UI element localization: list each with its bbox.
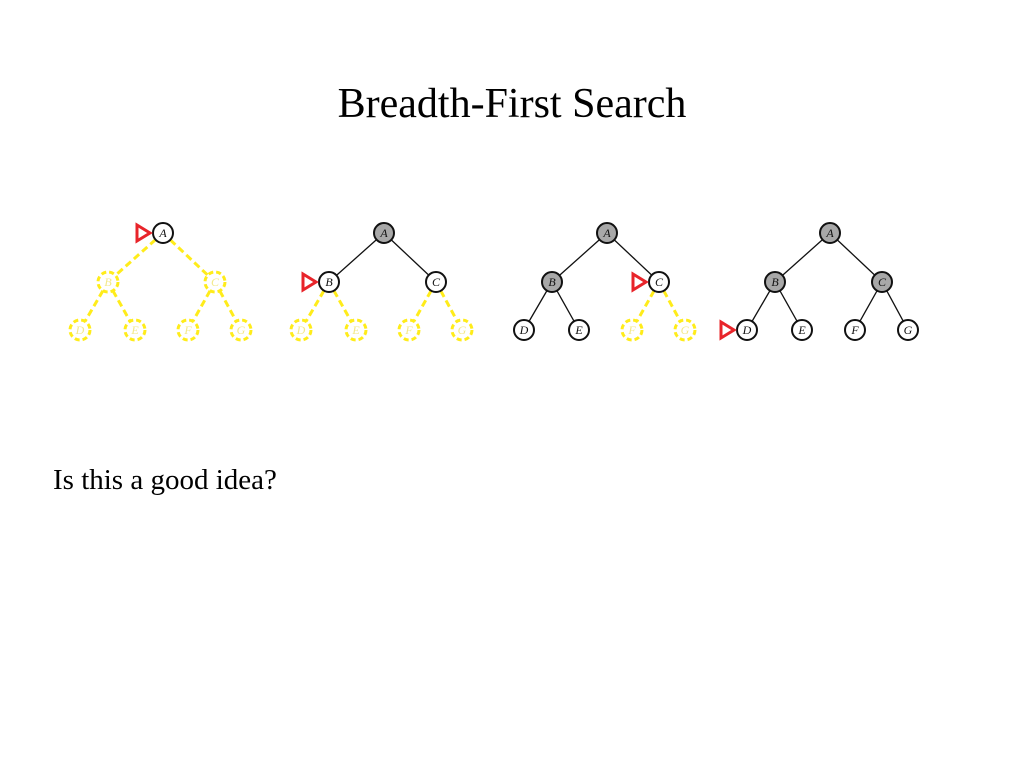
tree-edge-BD: [751, 290, 771, 322]
tree-edge-AB: [782, 239, 823, 276]
tree-edge-CG: [886, 290, 904, 322]
tree-node-label-D: D: [296, 323, 306, 337]
tree-node-E: [123, 318, 147, 342]
tree-node-label-G: G: [237, 323, 246, 337]
tree-node-C: [425, 271, 447, 293]
tree-node-C: [871, 271, 893, 293]
next-node-pointer-icon: [719, 319, 737, 341]
tree-edge-BD: [83, 289, 105, 323]
tree-node-label-G: G: [458, 323, 467, 337]
tree-step-3: A B C D E F G: [513, 222, 697, 342]
tree-node-F: [620, 318, 644, 342]
tree-node-G: [673, 318, 697, 342]
tree-node-F: [844, 319, 866, 341]
tree-node-B: [96, 270, 120, 294]
tree-edge-CF: [412, 289, 433, 323]
tree-edge-BD: [528, 290, 548, 322]
tree-edge-AC: [169, 238, 209, 277]
tree-node-label-D: D: [519, 323, 529, 337]
tree-node-D: [68, 318, 92, 342]
tree-node-label-A: A: [602, 226, 611, 240]
tree-edge-BE: [332, 289, 353, 323]
tree-step-2: A B C D E F G: [289, 222, 474, 342]
tree-edge-AB: [114, 238, 157, 277]
tree-node-A: [152, 222, 174, 244]
tree-node-label-G: G: [681, 323, 690, 337]
tree-edge-BD: [304, 289, 326, 323]
tree-node-F: [176, 318, 200, 342]
slide-title: Breadth-First Search: [337, 81, 687, 127]
next-node-pointer-icon: [631, 271, 649, 293]
tree-edge-AC: [390, 239, 430, 276]
tree-edge-BE: [779, 290, 798, 322]
tree-edge-CF: [859, 290, 878, 322]
tree-node-D: [513, 319, 535, 341]
tree-edge-BE: [111, 289, 132, 323]
tree-node-label-F: F: [183, 323, 192, 337]
tree-node-label-B: B: [771, 275, 779, 289]
tree-node-label-B: B: [325, 275, 333, 289]
tree-node-label-E: E: [797, 323, 806, 337]
tree-node-E: [791, 319, 813, 341]
tree-node-A: [596, 222, 618, 244]
tree-edge-CF: [191, 289, 212, 323]
tree-node-label-B: B: [104, 275, 112, 289]
tree-node-A: [373, 222, 395, 244]
tree-node-label-E: E: [351, 323, 360, 337]
next-node-pointer-icon: [301, 271, 319, 293]
tree-edge-CG: [662, 290, 682, 322]
tree-node-C: [648, 271, 670, 293]
bfs-diagram: A B C D E F G A B C D E F G A B C D E F G A B C D E F G: [68, 222, 919, 342]
tree-step-4: A B C D E F G: [719, 222, 919, 341]
next-node-pointer-icon: [135, 222, 153, 244]
tree-edge-BE: [556, 290, 575, 322]
tree-edge-AB: [336, 239, 377, 276]
tree-node-label-D: D: [75, 323, 85, 337]
tree-node-label-A: A: [379, 226, 388, 240]
tree-node-G: [450, 318, 474, 342]
tree-node-G: [897, 319, 919, 341]
tree-node-label-A: A: [825, 226, 834, 240]
tree-edge-AC: [836, 239, 876, 276]
question-text: Is this a good idea?: [53, 464, 277, 496]
tree-edge-CG: [439, 290, 459, 322]
tree-node-B: [764, 271, 786, 293]
tree-node-label-B: B: [548, 275, 556, 289]
tree-node-D: [289, 318, 313, 342]
tree-node-D: [736, 319, 758, 341]
tree-step-1: A B C D E F G: [68, 222, 253, 342]
tree-node-label-F: F: [404, 323, 413, 337]
tree-edge-AC: [613, 239, 653, 276]
tree-node-label-F: F: [627, 323, 636, 337]
tree-node-label-C: C: [211, 275, 220, 289]
tree-node-label-F: F: [850, 323, 859, 337]
tree-node-G: [229, 318, 253, 342]
tree-node-E: [568, 319, 590, 341]
tree-node-label-G: G: [904, 323, 913, 337]
tree-node-B: [541, 271, 563, 293]
tree-node-label-C: C: [432, 275, 441, 289]
tree-node-label-C: C: [655, 275, 664, 289]
tree-node-label-D: D: [742, 323, 752, 337]
tree-edge-CG: [218, 290, 238, 322]
tree-node-label-E: E: [130, 323, 139, 337]
tree-node-B: [318, 271, 340, 293]
tree-node-A: [819, 222, 841, 244]
tree-node-label-E: E: [574, 323, 583, 337]
tree-node-label-C: C: [878, 275, 887, 289]
tree-edge-AB: [559, 239, 600, 276]
tree-edge-CF: [635, 289, 656, 323]
tree-node-C: [203, 270, 227, 294]
tree-node-E: [344, 318, 368, 342]
tree-node-F: [397, 318, 421, 342]
tree-node-label-A: A: [158, 226, 167, 240]
